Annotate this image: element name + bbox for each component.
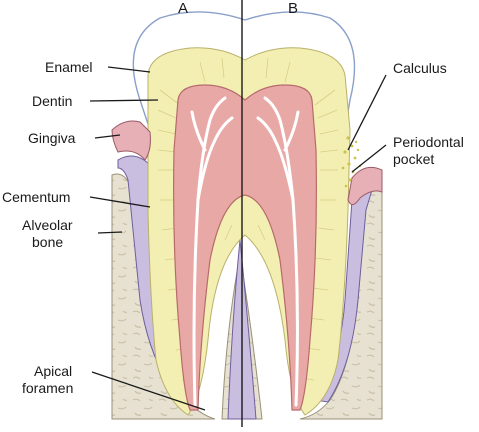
label-cementum: Cementum [2, 189, 71, 205]
label-periodontal-pocket-line2: pocket [393, 151, 435, 167]
gingiva-left [111, 120, 151, 161]
label-gingiva: Gingiva [28, 130, 76, 146]
label-alveolar-bone-line2: bone [32, 234, 64, 250]
label-apical-foramen: Apical foramen [22, 363, 73, 397]
label-enamel: Enamel [45, 59, 93, 75]
label-periodontal-pocket-line1: Periodontal [393, 134, 464, 150]
label-alveolar-bone: Alveolar bone [22, 217, 92, 251]
pulp [173, 84, 317, 411]
label-alveolar-bone-line1: Alveolar [22, 217, 73, 233]
pulp-vessels [190, 96, 300, 407]
label-apical-foramen-line2: foramen [22, 380, 74, 396]
label-apical-foramen-line1: Apical [34, 363, 73, 379]
side-label-b: B [288, 0, 299, 17]
label-dentin: Dentin [32, 93, 73, 109]
gingiva-right [347, 166, 383, 205]
label-calculus: Calculus [393, 60, 447, 76]
side-label-a: A [178, 0, 189, 17]
label-periodontal-pocket: Periodontal pocket [393, 134, 464, 168]
leader-lines [89, 66, 387, 411]
